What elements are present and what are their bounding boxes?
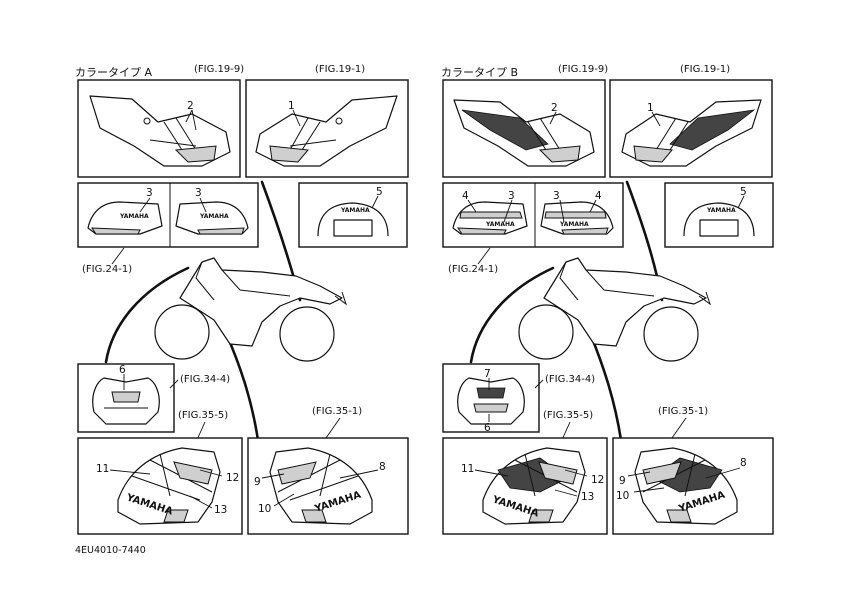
fig-ref-under-cowl-right-a: (FIG.35-1) [312,406,362,417]
label-12-b: 12 [591,474,604,486]
motorcycle-outline-a [154,257,347,362]
fig-ref-under-cowl-left-a: (FIG.35-5) [178,410,228,421]
label-10-b: 10 [616,490,629,502]
label-2-b: 2 [551,102,558,114]
label-3-a-right: 3 [195,187,202,199]
label-4-b-left: 4 [462,190,469,202]
fig-ref-side-cowl-left-a: (FIG.19-9) [194,64,244,75]
label-9-a: 9 [254,476,261,488]
label-5-b: 5 [740,186,747,198]
label-13-b: 13 [581,491,594,503]
panel-b: カラータイプ B (FIG.19-9) (FIG.19-1) 2 1 YAMAH… [441,64,774,535]
label-10-a: 10 [258,503,271,515]
label-3-b-right: 3 [553,190,560,202]
drawing-code: 4EU4010-7440 [75,545,146,556]
label-3-b-left: 3 [508,190,515,202]
meter-panel-decal-b [457,377,525,425]
fig-ref-meter-panel-b: (FIG.34-4) [545,374,595,385]
label-12-a: 12 [226,472,239,484]
label-6-b: 6 [484,422,491,434]
brand-text-tank-right-a: YAMAHA [199,213,229,220]
label-11-a: 11 [96,463,109,475]
label-1-a: 1 [288,100,295,112]
fig-ref-fuel-tank-b: (FIG.24-1) [448,264,498,275]
label-11-b: 11 [461,463,474,475]
fuel-tank-right-decal-a [175,201,249,235]
label-3-a-left: 3 [146,187,153,199]
fig-ref-side-cowl-right-a: (FIG.19-1) [315,64,365,75]
fig-ref-under-cowl-left-b: (FIG.35-5) [543,410,593,421]
label-4-b-right: 4 [595,190,602,202]
panel-b-heading: カラータイプ B [441,66,518,79]
fig-ref-side-cowl-right-b: (FIG.19-1) [680,64,730,75]
label-9-b: 9 [619,475,626,487]
label-7-b: 7 [484,368,491,380]
motorcycle-outline-b [518,257,711,362]
panel-a-heading: カラータイプ A [75,66,152,79]
brand-text-seat-a: YAMAHA [340,207,370,214]
brand-text-tank-left-b: YAMAHA [485,221,515,228]
fig-ref-side-cowl-left-b: (FIG.19-9) [558,64,608,75]
brand-text-tank-right-b: YAMAHA [559,221,589,228]
brand-text-tank-left-a: YAMAHA [119,213,149,220]
fig-ref-fuel-tank-a: (FIG.24-1) [82,264,132,275]
panel-a: カラータイプ A (FIG.19-9) (FIG.19-1) 2 1 YAMAH… [75,64,409,535]
label-8-b: 8 [740,457,747,469]
fig-ref-meter-panel-a: (FIG.34-4) [180,374,230,385]
label-8-a: 8 [379,461,386,473]
label-2-a: 2 [187,100,194,112]
label-5-a: 5 [376,186,383,198]
label-6-a: 6 [119,364,126,376]
brand-text-seat-b: YAMAHA [706,207,736,214]
fig-ref-under-cowl-right-b: (FIG.35-1) [658,406,708,417]
fuel-tank-left-decal-a [87,201,163,235]
label-1-b: 1 [647,102,654,114]
label-13-a: 13 [214,504,227,516]
